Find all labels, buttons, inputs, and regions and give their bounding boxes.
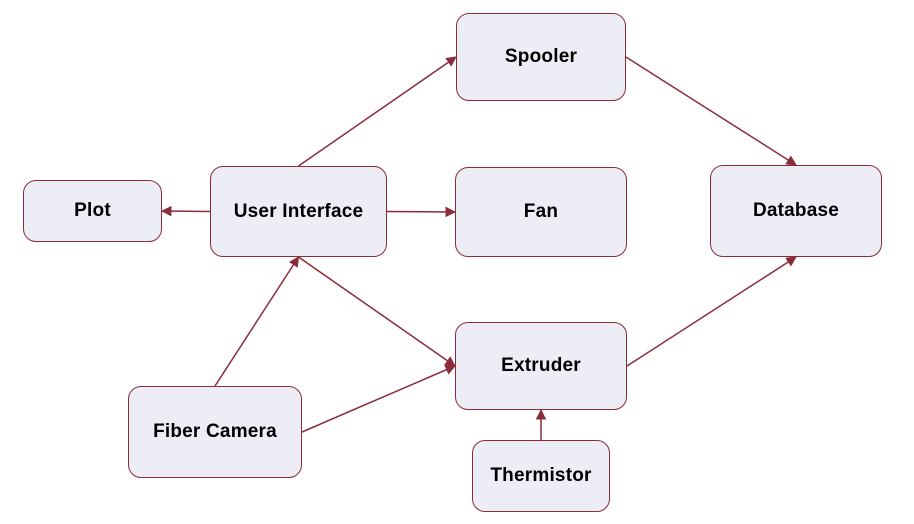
node-extruder-label: Extruder	[501, 355, 581, 376]
node-user-interface: User Interface	[210, 166, 387, 257]
node-user-interface-label: User Interface	[233, 200, 364, 222]
edge-fiber_camera-extruder	[301, 364, 456, 433]
edge-user_interface-extruder	[298, 256, 456, 367]
edge-fiber_camera-user_interface	[214, 256, 300, 387]
edge-extruder-database	[626, 256, 797, 367]
node-fiber-camera: Fiber Camera	[128, 386, 302, 478]
node-plot: Plot	[23, 180, 162, 242]
node-fan-label: Fan	[523, 201, 559, 222]
node-plot-label: Plot	[74, 200, 111, 221]
edge-user_interface-plot	[160, 205, 211, 217]
node-thermistor-label: Thermistor	[490, 465, 592, 486]
node-extruder: Extruder	[455, 322, 627, 410]
node-thermistor: Thermistor	[472, 440, 610, 512]
node-database: Database	[710, 165, 882, 257]
node-fiber-camera-label: Fiber Camera	[153, 421, 277, 442]
edge-user_interface-fan	[386, 206, 457, 218]
edge-user_interface-spooler	[298, 56, 457, 167]
node-fan: Fan	[455, 167, 627, 257]
node-database-label: Database	[752, 200, 840, 221]
node-spooler-label: Spooler	[504, 46, 578, 67]
node-spooler: Spooler	[456, 13, 626, 101]
edge-spooler-database	[625, 56, 797, 166]
